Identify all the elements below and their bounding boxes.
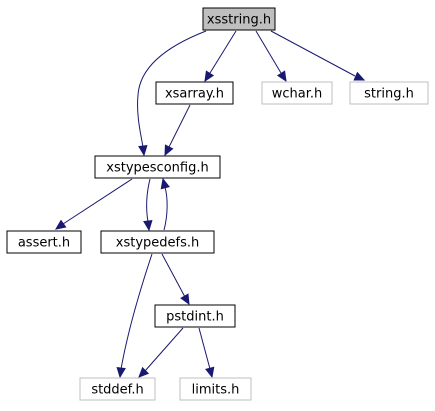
arrowhead-icon (138, 144, 148, 157)
node-box (179, 377, 252, 401)
edge-xstypedefs-to-stddef (116, 253, 153, 379)
node-xsarray[interactable]: xsarray.h (155, 81, 234, 105)
node-string: string.h (349, 81, 429, 105)
arrowhead-icon (276, 70, 287, 83)
node-box (100, 230, 215, 254)
edge-line (146, 178, 151, 223)
node-label: wchar.h (272, 87, 323, 102)
edge-xsstring-to-xsarray (204, 30, 237, 83)
node-label: limits.h (192, 383, 240, 398)
arrowhead-icon (204, 70, 215, 83)
node-label: pstdint.h (166, 310, 224, 325)
edge-xstypesconfig-to-assert (54, 178, 133, 230)
node-box (154, 304, 236, 328)
node-box (79, 377, 156, 401)
arrowhead-icon (353, 71, 366, 81)
arrowhead-icon (164, 144, 174, 157)
node-box (261, 81, 333, 105)
edge-line (168, 104, 191, 148)
edge-line (120, 253, 153, 370)
node-label: xstypedefs.h (116, 236, 199, 251)
node-xsstring[interactable]: xsstring.h (202, 7, 276, 31)
node-xstypedefs[interactable]: xstypedefs.h (100, 230, 215, 254)
arrowhead-icon (160, 177, 170, 190)
edge-xsstring-to-string (270, 30, 366, 81)
edge-xsstring-to-xstypesconfig (137, 30, 207, 157)
edges-layer (54, 30, 366, 379)
node-xstypesconfig[interactable]: xstypesconfig.h (94, 155, 221, 179)
node-pstdint[interactable]: pstdint.h (154, 304, 236, 328)
node-box (349, 81, 429, 105)
node-label: xstypesconfig.h (106, 161, 208, 176)
edge-xstypedefs-to-xstypesconfig (160, 177, 170, 231)
node-limits: limits.h (179, 377, 252, 401)
node-box (155, 81, 234, 105)
edge-pstdint-to-stddef (138, 327, 184, 378)
edge-line (209, 30, 237, 74)
node-label: xsarray.h (165, 87, 224, 102)
node-label: string.h (364, 87, 414, 102)
node-wchar: wchar.h (261, 81, 333, 105)
edge-line (161, 253, 186, 298)
edge-line (270, 30, 356, 77)
edge-line (62, 178, 133, 225)
arrowhead-icon (54, 219, 67, 230)
arrowhead-icon (138, 366, 150, 378)
arrowhead-icon (205, 366, 215, 379)
node-stddef: stddef.h (79, 377, 156, 401)
node-label: assert.h (18, 236, 70, 251)
arrowhead-icon (143, 219, 153, 232)
edge-line (137, 30, 207, 148)
edge-xstypedefs-to-pstdint (161, 253, 190, 306)
edge-xsarray-to-xstypesconfig (164, 104, 191, 157)
nodes-layer: xsstring.h xsarray.h wchar.h string.h xstype… (6, 7, 429, 401)
node-box (94, 155, 221, 179)
edge-line (198, 327, 211, 370)
node-label: stddef.h (91, 383, 143, 398)
arrowhead-icon (180, 293, 190, 306)
node-box (202, 7, 276, 31)
node-assert[interactable]: assert.h (6, 230, 82, 254)
node-label: xsstring.h (207, 13, 271, 28)
node-box (6, 230, 82, 254)
edge-line (255, 30, 282, 74)
edge-line (144, 327, 184, 372)
edge-xstypesconfig-to-xstypedefs (143, 178, 153, 232)
edge-pstdint-to-limits (198, 327, 215, 379)
edge-xsstring-to-wchar (255, 30, 287, 83)
arrowhead-icon (116, 366, 126, 379)
edge-line (163, 186, 168, 231)
